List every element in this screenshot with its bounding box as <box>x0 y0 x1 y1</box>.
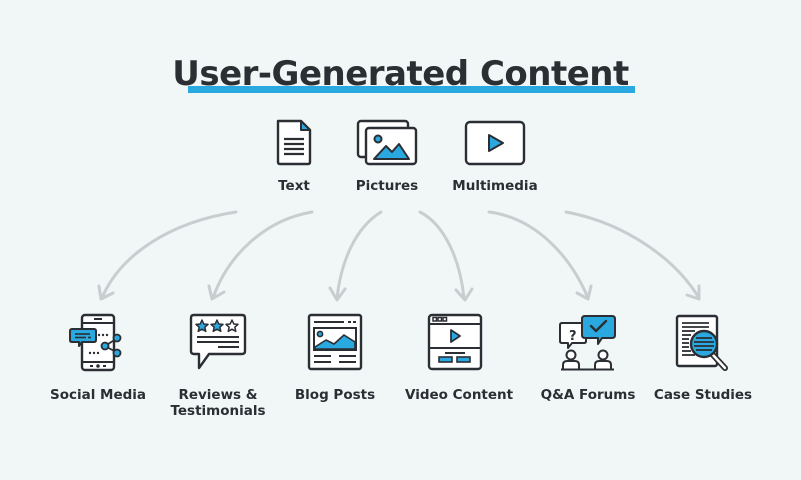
star-review-icon <box>189 313 247 370</box>
document-icon <box>276 119 312 166</box>
diagram-title: User-Generated Content <box>172 52 635 96</box>
play-video-icon <box>464 120 526 166</box>
phone-share-icon <box>69 313 122 372</box>
output-label: Reviews & <box>178 387 258 403</box>
source-label: Text <box>278 178 310 194</box>
output-video-content: Video Content <box>405 313 514 403</box>
source-label: Multimedia <box>452 178 538 194</box>
arrow-to-reviews <box>207 210 314 301</box>
output-label: Video Content <box>405 387 514 403</box>
arrow-to-video-content <box>418 210 474 302</box>
output-label: Case Studies <box>653 387 753 403</box>
svg-text:?: ? <box>569 329 577 344</box>
magnifier-document-icon <box>675 314 728 371</box>
title-container: User-Generated Content <box>0 52 801 96</box>
blog-page-icon <box>307 313 363 371</box>
arrow-to-case-studies <box>564 210 701 301</box>
output-label-line2: Testimonials <box>170 403 266 419</box>
title-underline <box>188 86 635 93</box>
output-qa-forums: ? Q&A Forums <box>538 313 638 403</box>
output-case-studies: Case Studies <box>653 313 753 403</box>
output-label: Social Media <box>49 387 147 403</box>
source-label: Pictures <box>355 178 419 194</box>
source-pictures: Pictures <box>347 118 427 194</box>
source-multimedia: Multimedia <box>446 118 544 194</box>
images-icon <box>356 119 418 166</box>
title-text: User-Generated Content <box>172 54 629 94</box>
source-text: Text <box>254 118 334 194</box>
video-page-icon <box>427 313 483 371</box>
output-social-media: Social Media <box>48 313 148 403</box>
discussion-icon: ? <box>559 315 616 371</box>
arrow-to-social-media <box>97 210 238 301</box>
output-reviews-testimonials: Reviews & Testimonials <box>168 313 268 419</box>
output-blog-posts: Blog Posts <box>285 313 385 403</box>
output-label: Q&A Forums <box>540 387 636 403</box>
arrow-to-blog-posts <box>328 210 383 302</box>
arrow-to-qa-forums <box>487 210 593 301</box>
output-label: Blog Posts <box>294 387 376 403</box>
